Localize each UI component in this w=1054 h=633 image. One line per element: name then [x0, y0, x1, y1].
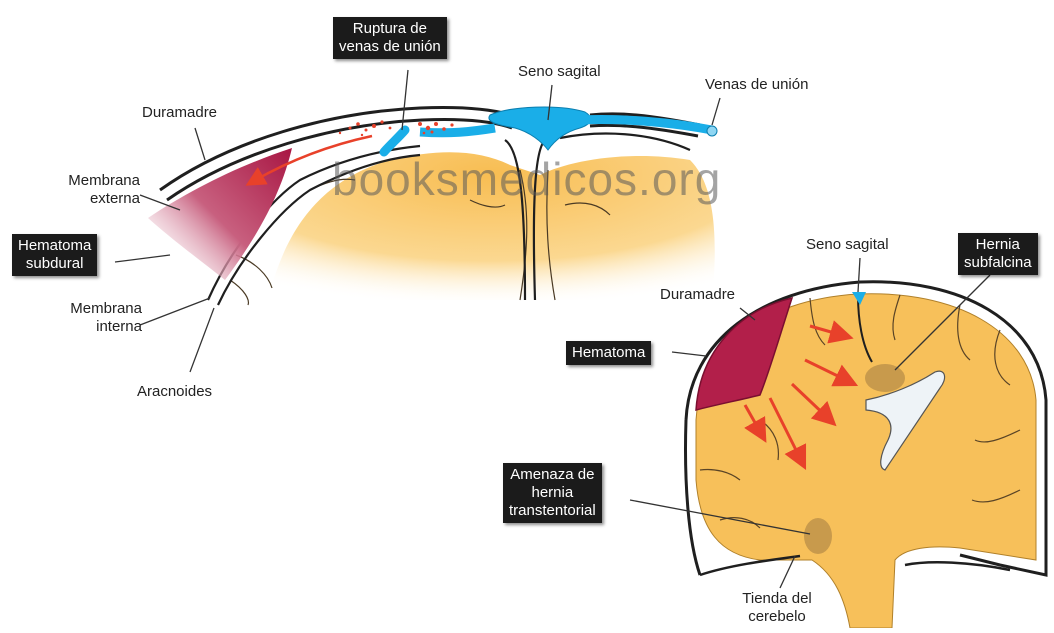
label-tienda-cerebelo: Tienda del cerebelo: [722, 590, 832, 626]
label-amenaza-hernia: Amenaza de hernia transtentorial: [503, 463, 602, 523]
label-amenaza-line1: Amenaza de: [509, 466, 596, 484]
label-hernia-line1: Hernia: [964, 236, 1032, 254]
label-aracnoides: Aracnoides: [137, 383, 212, 401]
label-membrana-externa: Membrana externa: [40, 172, 140, 208]
label-membrana-interna-line1: Membrana: [40, 300, 142, 318]
label-ruptura-venas: Ruptura de venas de unión: [333, 17, 447, 59]
label-membrana-interna-line2: interna: [40, 318, 142, 336]
label-seno-sagital-top: Seno sagital: [518, 63, 601, 81]
watermark: booksmedicos.org: [332, 152, 721, 206]
label-hernia-subfalcina: Hernia subfalcina: [958, 233, 1038, 275]
label-membrana-interna: Membrana interna: [40, 300, 142, 336]
label-duramadre-top: Duramadre: [142, 104, 217, 122]
label-ruptura-line1: Ruptura de: [339, 20, 441, 38]
label-hernia-line2: subfalcina: [964, 254, 1032, 272]
top-sagittal-sinus: [489, 107, 591, 150]
label-hematoma-subdural-line2: subdural: [18, 255, 91, 273]
label-duramadre-bottom: Duramadre: [660, 286, 735, 304]
label-hematoma: Hematoma: [566, 341, 651, 365]
label-amenaza-line2: hernia: [509, 484, 596, 502]
transtentorial-herniation: [804, 518, 832, 554]
label-hematoma-subdural: Hematoma subdural: [12, 234, 97, 276]
label-hematoma-subdural-line1: Hematoma: [18, 237, 91, 255]
label-seno-sagital-bottom: Seno sagital: [806, 236, 889, 254]
label-venas-union: Venas de unión: [705, 76, 808, 94]
label-hematoma-text: Hematoma: [572, 344, 645, 362]
label-membrana-externa-line2: externa: [40, 190, 140, 208]
label-amenaza-line3: transtentorial: [509, 502, 596, 520]
label-ruptura-line2: venas de unión: [339, 38, 441, 56]
subfalcine-herniation: [865, 364, 905, 392]
label-membrana-externa-line1: Membrana: [40, 172, 140, 190]
label-tienda-line2: cerebelo: [722, 608, 832, 626]
label-tienda-line1: Tienda del: [722, 590, 832, 608]
